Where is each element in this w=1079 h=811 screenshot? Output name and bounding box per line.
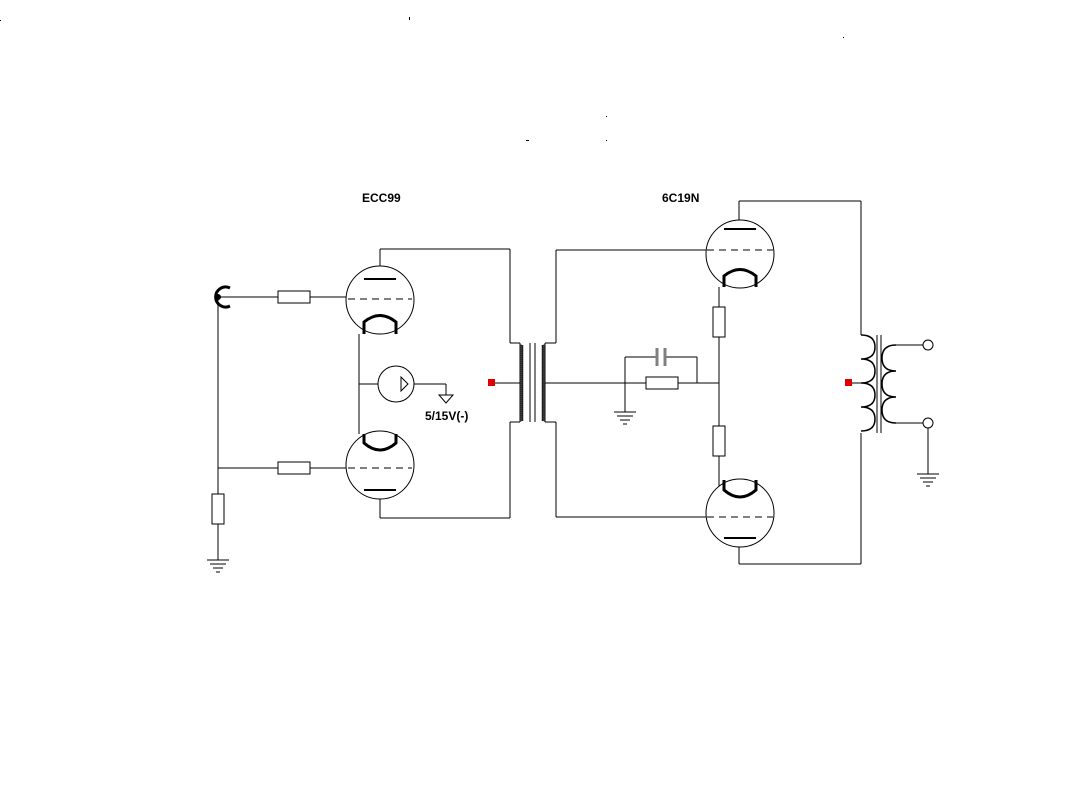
output-wiring [545,200,862,565]
grid-resistor-lower [277,461,311,475]
cathode-resistor-upper [712,306,726,338]
driver-tube-label: ECC99 [362,191,401,205]
input-wiring [217,296,348,560]
driver-tube-lower [345,430,415,500]
cathode-resistor-lower [712,425,726,457]
bias-supply-label: 5/15V(-) [425,409,468,423]
driver-wiring [358,248,520,519]
output-tube-upper [705,219,775,289]
output-tube-label: 6C19N [662,191,699,205]
ground-symbol-output [917,473,939,487]
bypass-capacitor [655,348,667,366]
output-primary-winding [860,334,876,432]
primary-center-tap-marker [488,379,495,386]
ground-symbol-input [207,559,229,573]
interstage-core [529,343,536,422]
output-tube-lower [705,478,775,548]
driver-tube-upper [345,265,415,335]
interstage-secondary-winding [541,343,546,422]
cathode-current-source [377,365,415,403]
output-transformer-core [876,335,882,433]
ground-symbol-center [614,411,636,425]
output-secondary-winding [881,344,897,424]
grid-resistor-upper [277,290,311,304]
bias-supply-symbol [437,394,455,404]
stray-specks [0,17,844,141]
center-tap-resistor [645,376,679,390]
interstage-primary-winding [519,343,524,422]
output-terminal-hot [922,339,934,351]
output-terminal-ground [922,417,934,429]
speaker-wiring [896,344,929,474]
grid-leak-resistor [211,493,225,525]
output-center-tap-marker [845,379,852,386]
